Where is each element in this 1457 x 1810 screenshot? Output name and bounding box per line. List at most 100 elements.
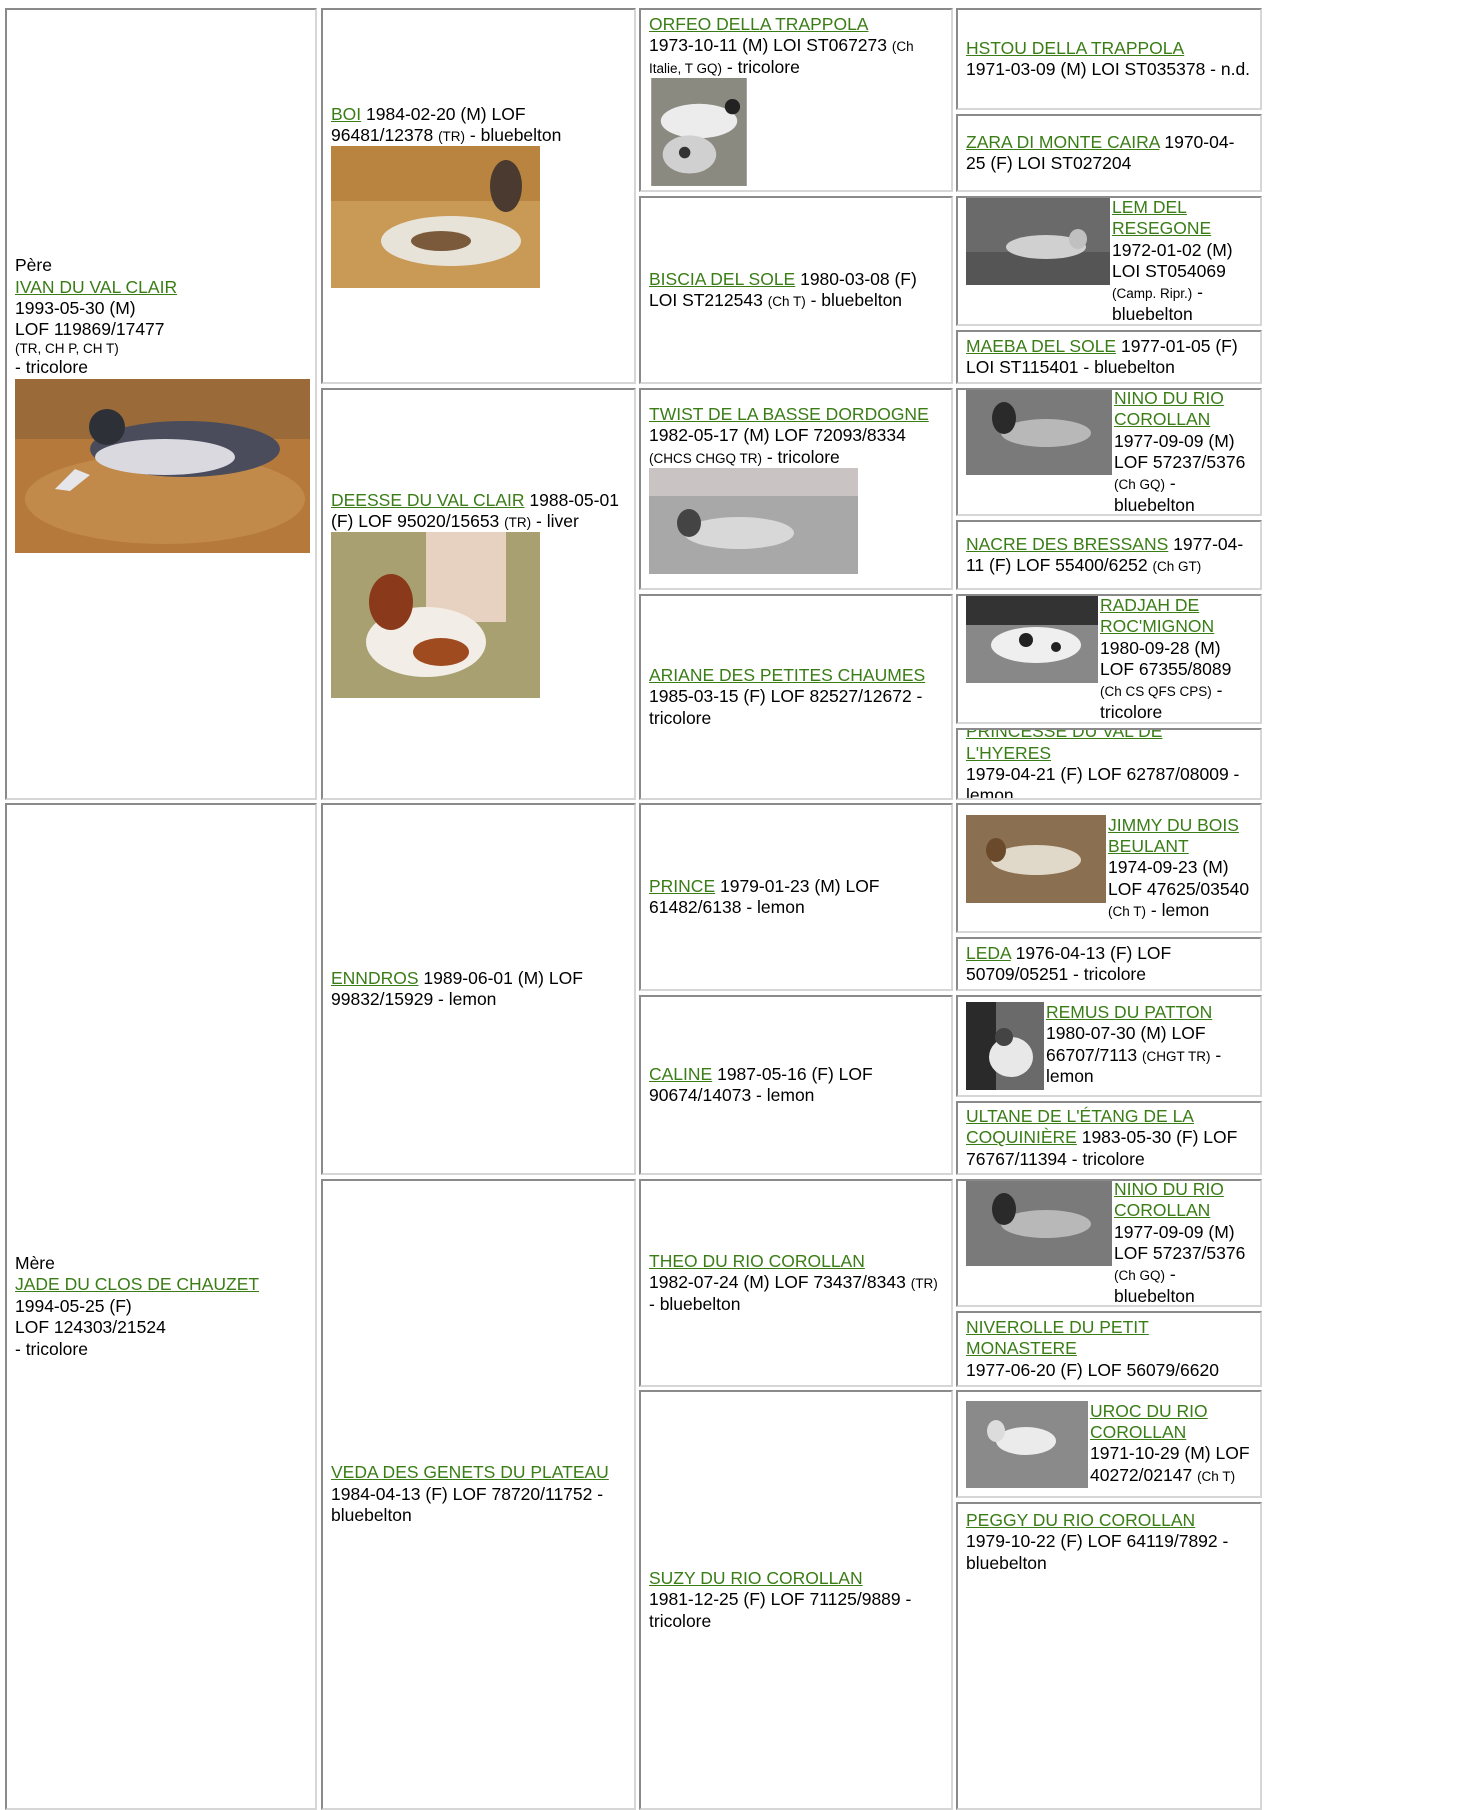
coat-color: - bluebelton bbox=[1114, 473, 1195, 515]
titles: (TR) bbox=[910, 1276, 938, 1292]
dog-link[interactable]: ORFEO DELLA TRAPPOLA bbox=[649, 14, 869, 34]
dog-link[interactable]: IVAN DU VAL CLAIR bbox=[15, 276, 178, 297]
dog-link[interactable]: PRINCE bbox=[649, 875, 716, 896]
dog-link[interactable]: HSTOU DELLA TRAPPOLA bbox=[966, 37, 1185, 58]
dog-info: 1971-10-29 (M) LOF 40272/02147 bbox=[1090, 1443, 1250, 1485]
dog-link[interactable]: NACRE DES BRESSANS bbox=[966, 533, 1169, 554]
titles: (Ch T) bbox=[1197, 1468, 1236, 1484]
titles: (Ch GQ) bbox=[1114, 477, 1166, 493]
dog-info: 1980-07-30 (M) LOF 66707/7113 bbox=[1046, 1023, 1206, 1065]
dog-photo bbox=[966, 1181, 1112, 1266]
g4-cell: LEM DEL RESEGONE 1972-01-02 (M) LOI ST05… bbox=[956, 196, 1262, 326]
dog-info: 1977-09-09 (M) LOF 57237/5376 bbox=[1114, 430, 1246, 472]
dog-link[interactable]: PEGGY DU RIO COROLLAN bbox=[966, 1510, 1196, 1530]
dog-link[interactable]: ZARA DI MONTE CAIRA bbox=[966, 131, 1160, 152]
birth-date: 1994-05-25 (F) bbox=[15, 1295, 132, 1316]
dog-link[interactable]: LEM DEL RESEGONE bbox=[1112, 196, 1212, 239]
g2-cell: DEESSE DU VAL CLAIR 1988-05-01 (F) LOF 9… bbox=[321, 388, 636, 800]
g4-cell: LEDA 1976-04-13 (F) LOF 50709/05251 - tr… bbox=[956, 937, 1262, 991]
role-label: Mère bbox=[15, 1253, 55, 1274]
dog-info: 1970-04-25 (F) LOI ST027204 bbox=[966, 131, 1235, 173]
dog-link[interactable]: CALINE bbox=[649, 1063, 713, 1084]
dog-info: 1977-04-11 (F) LOF 55400/6252 bbox=[966, 533, 1244, 575]
coat-color: - bluebelton bbox=[805, 290, 903, 310]
mother-cell: Mère JADE DU CLOS DE CHAUZET 1994-05-25 … bbox=[5, 803, 317, 1810]
g4-cell: NIVEROLLE DU PETIT MONASTERE 1977-06-20 … bbox=[956, 1311, 1262, 1387]
dog-info: 1976-04-13 (F) LOF 50709/05251 - tricolo… bbox=[966, 942, 1172, 984]
dog-info: 1980-09-28 (M) LOF 67355/8089 bbox=[1100, 637, 1232, 679]
titles: (Ch GT) bbox=[1152, 559, 1202, 574]
titles: (TR) bbox=[438, 129, 466, 144]
dog-link[interactable]: SUZY DU RIO COROLLAN bbox=[649, 1567, 863, 1588]
dog-link[interactable]: LEDA bbox=[966, 942, 1011, 963]
role-label: Père bbox=[15, 255, 52, 276]
g4-cell: NINO DU RIO COROLLAN 1977-09-09 (M) LOF … bbox=[956, 388, 1262, 516]
dog-photo bbox=[331, 146, 540, 289]
dog-link[interactable]: JIMMY DU BOIS BEULANT bbox=[1108, 814, 1239, 856]
g3-cell: BISCIA DEL SOLE 1980-03-08 (F) LOI ST212… bbox=[639, 196, 953, 384]
dog-info: 1984-04-13 (F) LOF 78720/11752 - bluebel… bbox=[331, 1483, 604, 1526]
dog-link[interactable]: TWIST DE LA BASSE DORDOGNE bbox=[649, 403, 929, 424]
titles: (TR, CH P, CH T) bbox=[15, 340, 119, 356]
g4-cell: NACRE DES BRESSANS 1977-04-11 (F) LOF 55… bbox=[956, 520, 1262, 590]
dog-info: 1981-12-25 (F) LOF 71125/9889 - tricolor… bbox=[649, 1589, 912, 1631]
dog-link[interactable]: NINO DU RIO COROLLAN bbox=[1114, 388, 1224, 430]
dog-link[interactable]: ULTANE DE L'ÉTANG DE LA COQUINIÈRE bbox=[966, 1105, 1194, 1148]
titles: (Camp. Ripr.) bbox=[1112, 286, 1193, 302]
dog-link[interactable]: DEESSE DU VAL CLAIR bbox=[331, 489, 525, 510]
dog-info: 1973-10-11 (M) LOI ST067273 bbox=[649, 35, 892, 56]
coat-color: - tricolore bbox=[15, 1338, 88, 1359]
registration: LOF 119869/17477 bbox=[15, 319, 165, 340]
g3-cell: CALINE 1987-05-16 (F) LOF 90674/14073 - … bbox=[639, 995, 953, 1175]
dog-link[interactable]: NIVEROLLE DU PETIT MONASTERE bbox=[966, 1316, 1149, 1359]
dog-link[interactable]: MAEBA DEL SOLE bbox=[966, 335, 1117, 356]
registration: LOF 124303/21524 bbox=[15, 1317, 166, 1338]
titles: (Ch T) bbox=[767, 294, 806, 309]
dog-info: 1979-10-22 (F) LOF 64119/7892 - bluebelt… bbox=[966, 1531, 1229, 1573]
coat-color: - lemon bbox=[1046, 1044, 1222, 1087]
g2-cell: ENNDROS 1989-06-01 (M) LOF 99832/15929 -… bbox=[321, 803, 636, 1175]
dog-info: 1977-09-09 (M) LOF 57237/5376 bbox=[1114, 1221, 1246, 1263]
dog-link[interactable]: REMUS DU PATTON bbox=[1046, 1002, 1213, 1022]
birth-date: 1993-05-30 (M) bbox=[15, 298, 136, 319]
dog-link[interactable]: ENNDROS bbox=[331, 967, 419, 988]
g2-cell: BOI 1984-02-20 (M) LOF 96481/12378 (TR) … bbox=[321, 8, 636, 384]
g4-cell: MAEBA DEL SOLE 1977-01-05 (F) LOI ST1154… bbox=[956, 330, 1262, 384]
titles: (TR) bbox=[504, 515, 532, 530]
dog-info: 1977-01-05 (F) LOI ST115401 - bluebelton bbox=[966, 335, 1238, 377]
dog-info: 1982-07-24 (M) LOF 73437/8343 bbox=[649, 1272, 911, 1293]
dog-link[interactable]: BOI bbox=[331, 103, 362, 124]
g3-cell: ARIANE DES PETITES CHAUMES 1985-03-15 (F… bbox=[639, 594, 953, 800]
dog-link[interactable]: JADE DU CLOS DE CHAUZET bbox=[15, 1274, 260, 1295]
coat-color: - tricolore bbox=[1100, 680, 1223, 722]
titles: (Ch T) bbox=[1108, 904, 1147, 920]
g4-cell: RADJAH DE ROC'MIGNON 1980-09-28 (M) LOF … bbox=[956, 594, 1262, 724]
dog-link[interactable]: RADJAH DE ROC'MIGNON bbox=[1100, 594, 1215, 637]
dog-info: 1988-05-01 (F) LOF 95020/15653 bbox=[331, 489, 619, 531]
dog-photo bbox=[966, 390, 1112, 475]
coat-color: - bluebelton bbox=[1114, 1264, 1195, 1306]
dog-link[interactable]: VEDA DES GENETS DU PLATEAU bbox=[331, 1462, 609, 1483]
dog-info: 1979-04-21 (F) LOF 62787/08009 - lemon bbox=[966, 764, 1240, 800]
dog-info: 1974-09-23 (M) LOF 47625/03540 bbox=[1108, 857, 1250, 899]
g4-cell: HSTOU DELLA TRAPPOLA 1971-03-09 (M) LOI … bbox=[956, 8, 1262, 110]
dog-link[interactable]: PRINCESSE DU VAL DE L'HYERES bbox=[966, 728, 1163, 763]
titles: (Ch Italie, T GQ) bbox=[649, 39, 914, 76]
g3-cell: ORFEO DELLA TRAPPOLA 1973-10-11 (M) LOI … bbox=[639, 8, 953, 192]
dog-link[interactable]: ARIANE DES PETITES CHAUMES bbox=[649, 664, 926, 685]
g3-cell: THEO DU RIO COROLLAN 1982-07-24 (M) LOF … bbox=[639, 1179, 953, 1387]
dog-photo bbox=[966, 814, 1106, 903]
coat-color: - tricolore bbox=[15, 357, 88, 378]
dog-link[interactable]: UROC DU RIO COROLLAN bbox=[1090, 1400, 1208, 1442]
g4-cell: NINO DU RIO COROLLAN 1977-09-09 (M) LOF … bbox=[956, 1179, 1262, 1307]
dog-link[interactable]: NINO DU RIO COROLLAN bbox=[1114, 1179, 1224, 1221]
g4-cell: ULTANE DE L'ÉTANG DE LA COQUINIÈRE 1983-… bbox=[956, 1101, 1262, 1175]
coat-color: - bluebelton bbox=[649, 1293, 741, 1314]
coat-color: - tricolore bbox=[722, 56, 800, 77]
dog-info: 1984-02-20 (M) LOF 96481/12378 bbox=[331, 103, 526, 145]
dog-link[interactable]: BISCIA DEL SOLE bbox=[649, 268, 796, 289]
dog-photo bbox=[966, 1002, 1044, 1090]
g3-cell: PRINCE 1979-01-23 (M) LOF 61482/6138 - l… bbox=[639, 803, 953, 991]
dog-link[interactable]: THEO DU RIO COROLLAN bbox=[649, 1250, 865, 1271]
dog-info: 1980-03-08 (F) LOI ST212543 bbox=[649, 268, 917, 310]
